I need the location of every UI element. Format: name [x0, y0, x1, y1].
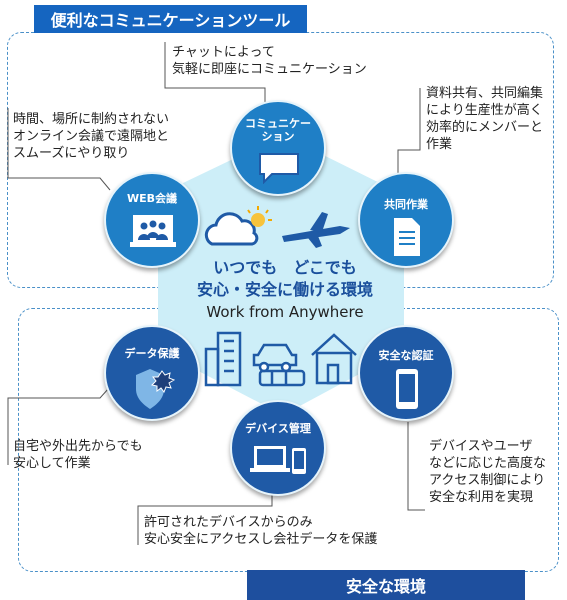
- center-hexagon: [158, 135, 404, 415]
- node-web-meeting: WEB会議: [104, 172, 200, 268]
- caption-data-protection: 自宅や外出先からでも 安心して作業: [13, 439, 143, 471]
- caption-web-meeting: 時間、場所に制約されない オンライン会議で遠隔地と スムーズにやり取り: [13, 112, 170, 161]
- airplane-icon: [282, 212, 350, 248]
- buildings-icon: [204, 331, 242, 387]
- weather-travel-illustration: [204, 206, 350, 248]
- center-line3: Work from Anywhere: [206, 303, 364, 321]
- smartphone-icon: [396, 369, 418, 409]
- devices-icon: [250, 446, 306, 474]
- laptop-meeting-icon: [130, 215, 176, 247]
- top-banner: 便利なコミュニケーションツール: [34, 5, 307, 33]
- node-secure-auth: 安全な認証: [358, 325, 454, 421]
- center-line2: 安心・安全に働ける環境: [196, 280, 373, 299]
- shield-icon: [136, 369, 176, 409]
- node-collaboration-label: 共同作業: [384, 198, 428, 211]
- node-communication: コミュニケー ション: [230, 100, 326, 196]
- node-device-management: デバイス管理: [230, 400, 326, 496]
- car-icon: [252, 343, 298, 373]
- document-icon: [394, 218, 420, 256]
- city-illustration: [204, 331, 357, 387]
- node-web-meeting-label: WEB会議: [126, 192, 178, 205]
- caption-device-management: 許可されたデバイスからのみ 安心安全にアクセスし会社データを保護: [144, 515, 378, 547]
- node-device-management-label: デバイス管理: [245, 422, 311, 435]
- node-data-protection: データ保護: [104, 325, 200, 421]
- node-data-protection-label: データ保護: [124, 347, 180, 360]
- node-collaboration: 共同作業: [358, 172, 454, 268]
- center-line1: いつでも どこでも: [213, 258, 357, 277]
- node-secure-auth-label: 安全な認証: [378, 349, 434, 362]
- chat-bubble-icon: [259, 153, 299, 184]
- caption-secure-auth: デバイスやユーザ などに応じた高度な アクセス制御により 安全な利用を実現: [429, 439, 547, 505]
- bottom-banner: 安全な環境: [247, 570, 525, 600]
- house-icon: [311, 333, 357, 385]
- sun-icon: [247, 206, 272, 227]
- caption-communication: チャットによって 気軽に即座にコミュニケーション: [172, 45, 367, 77]
- train-icon: [258, 369, 306, 387]
- cloud-icon: [204, 212, 259, 246]
- caption-collaboration: 資料共有、共同編集 により生産性が高く 効率的にメンバーと 作業: [426, 86, 544, 152]
- node-communication-label: コミュニケー ション: [245, 117, 311, 143]
